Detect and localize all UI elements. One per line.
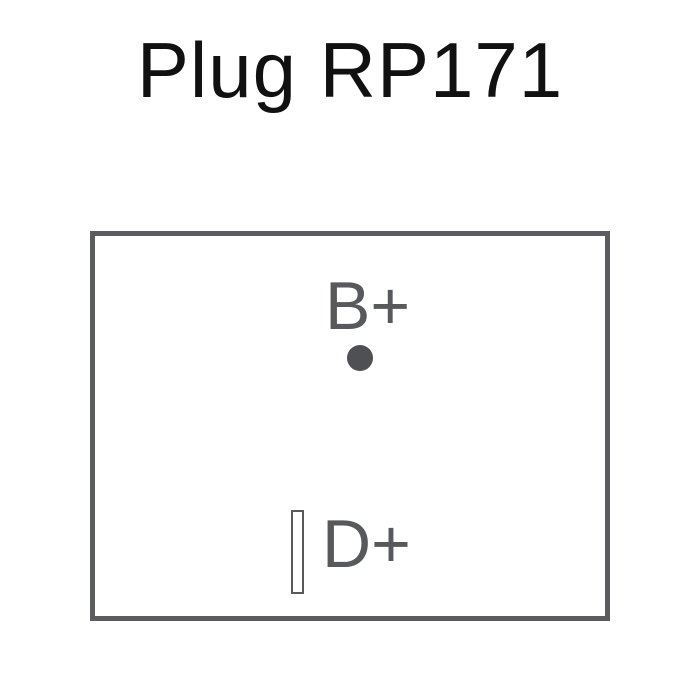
diagram-title: Plug RP171 — [136, 26, 564, 114]
pin-label-b-plus: B+ — [325, 268, 411, 344]
plug-outline — [90, 231, 610, 621]
pin-label-d-plus: D+ — [322, 506, 411, 582]
pin-b-plus-dot-icon — [347, 345, 373, 371]
pin-d-plus-slot-icon — [291, 510, 304, 594]
